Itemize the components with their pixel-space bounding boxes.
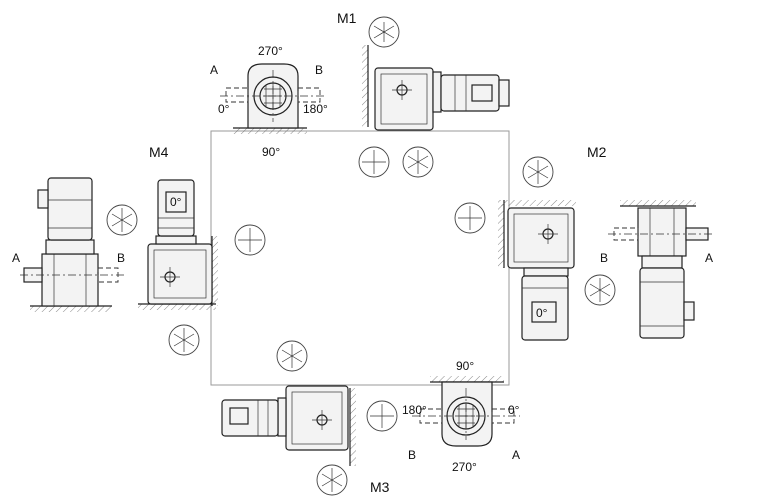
reference-frame (210, 130, 510, 386)
gearmotor-m3 (221, 385, 356, 466)
gearmotor-m4 (138, 179, 218, 310)
breather-icon-m2-right (584, 274, 616, 306)
side-label-b-left: B (117, 251, 125, 265)
angle-label-270-top: 270° (258, 44, 283, 58)
breather-icon-m4-left (106, 204, 138, 236)
side-label-a-bottom: A (512, 448, 520, 462)
side-label-b-right: B (600, 251, 608, 265)
breather-icon-m1-bottom-left (358, 146, 390, 178)
gearmotor-m2 (498, 200, 576, 341)
breather-icon-m1-bottom-right (402, 146, 434, 178)
angle-label-0-top: 0° (218, 102, 230, 116)
position-label-m1: M1 (337, 10, 357, 26)
angle-label-270-bottom: 270° (452, 460, 477, 474)
angle-label-0-m2-motor: 0° (536, 306, 548, 320)
breather-icon-m4-right (234, 224, 266, 256)
breather-icon-m2-left (454, 202, 486, 234)
position-label-m2: M2 (587, 144, 607, 160)
breather-icon-m3-right (366, 400, 398, 432)
gearbox-front-view-top (220, 63, 326, 134)
breather-icon-m2-top (522, 156, 554, 188)
angle-label-0-bottom: 0° (508, 403, 520, 417)
angle-label-180-bottom: 180° (402, 403, 427, 417)
side-label-a-top: A (210, 63, 218, 77)
side-label-b-top: B (315, 63, 323, 77)
angle-label-90-top: 90° (262, 145, 280, 159)
angle-label-180-top: 180° (303, 102, 328, 116)
breather-icon-m3-bottom (316, 464, 348, 496)
position-label-m3: M3 (370, 479, 390, 495)
breather-icon-m4-bottom (168, 324, 200, 356)
side-label-b-bottom: B (408, 448, 416, 462)
position-label-m4: M4 (149, 144, 169, 160)
angle-label-90-bottom: 90° (456, 359, 474, 373)
gearmotor-m1 (362, 45, 510, 131)
side-label-a-left: A (12, 251, 20, 265)
breather-icon-m3-top (276, 340, 308, 372)
gearmotor-side-view-right (608, 200, 714, 339)
gearbox-front-view-bottom (412, 376, 520, 447)
angle-label-0-m4-motor: 0° (170, 195, 182, 209)
side-label-a-right: A (705, 251, 713, 265)
gearmotor-side-view-left (20, 177, 124, 312)
breather-icon-m1-top (368, 16, 400, 48)
